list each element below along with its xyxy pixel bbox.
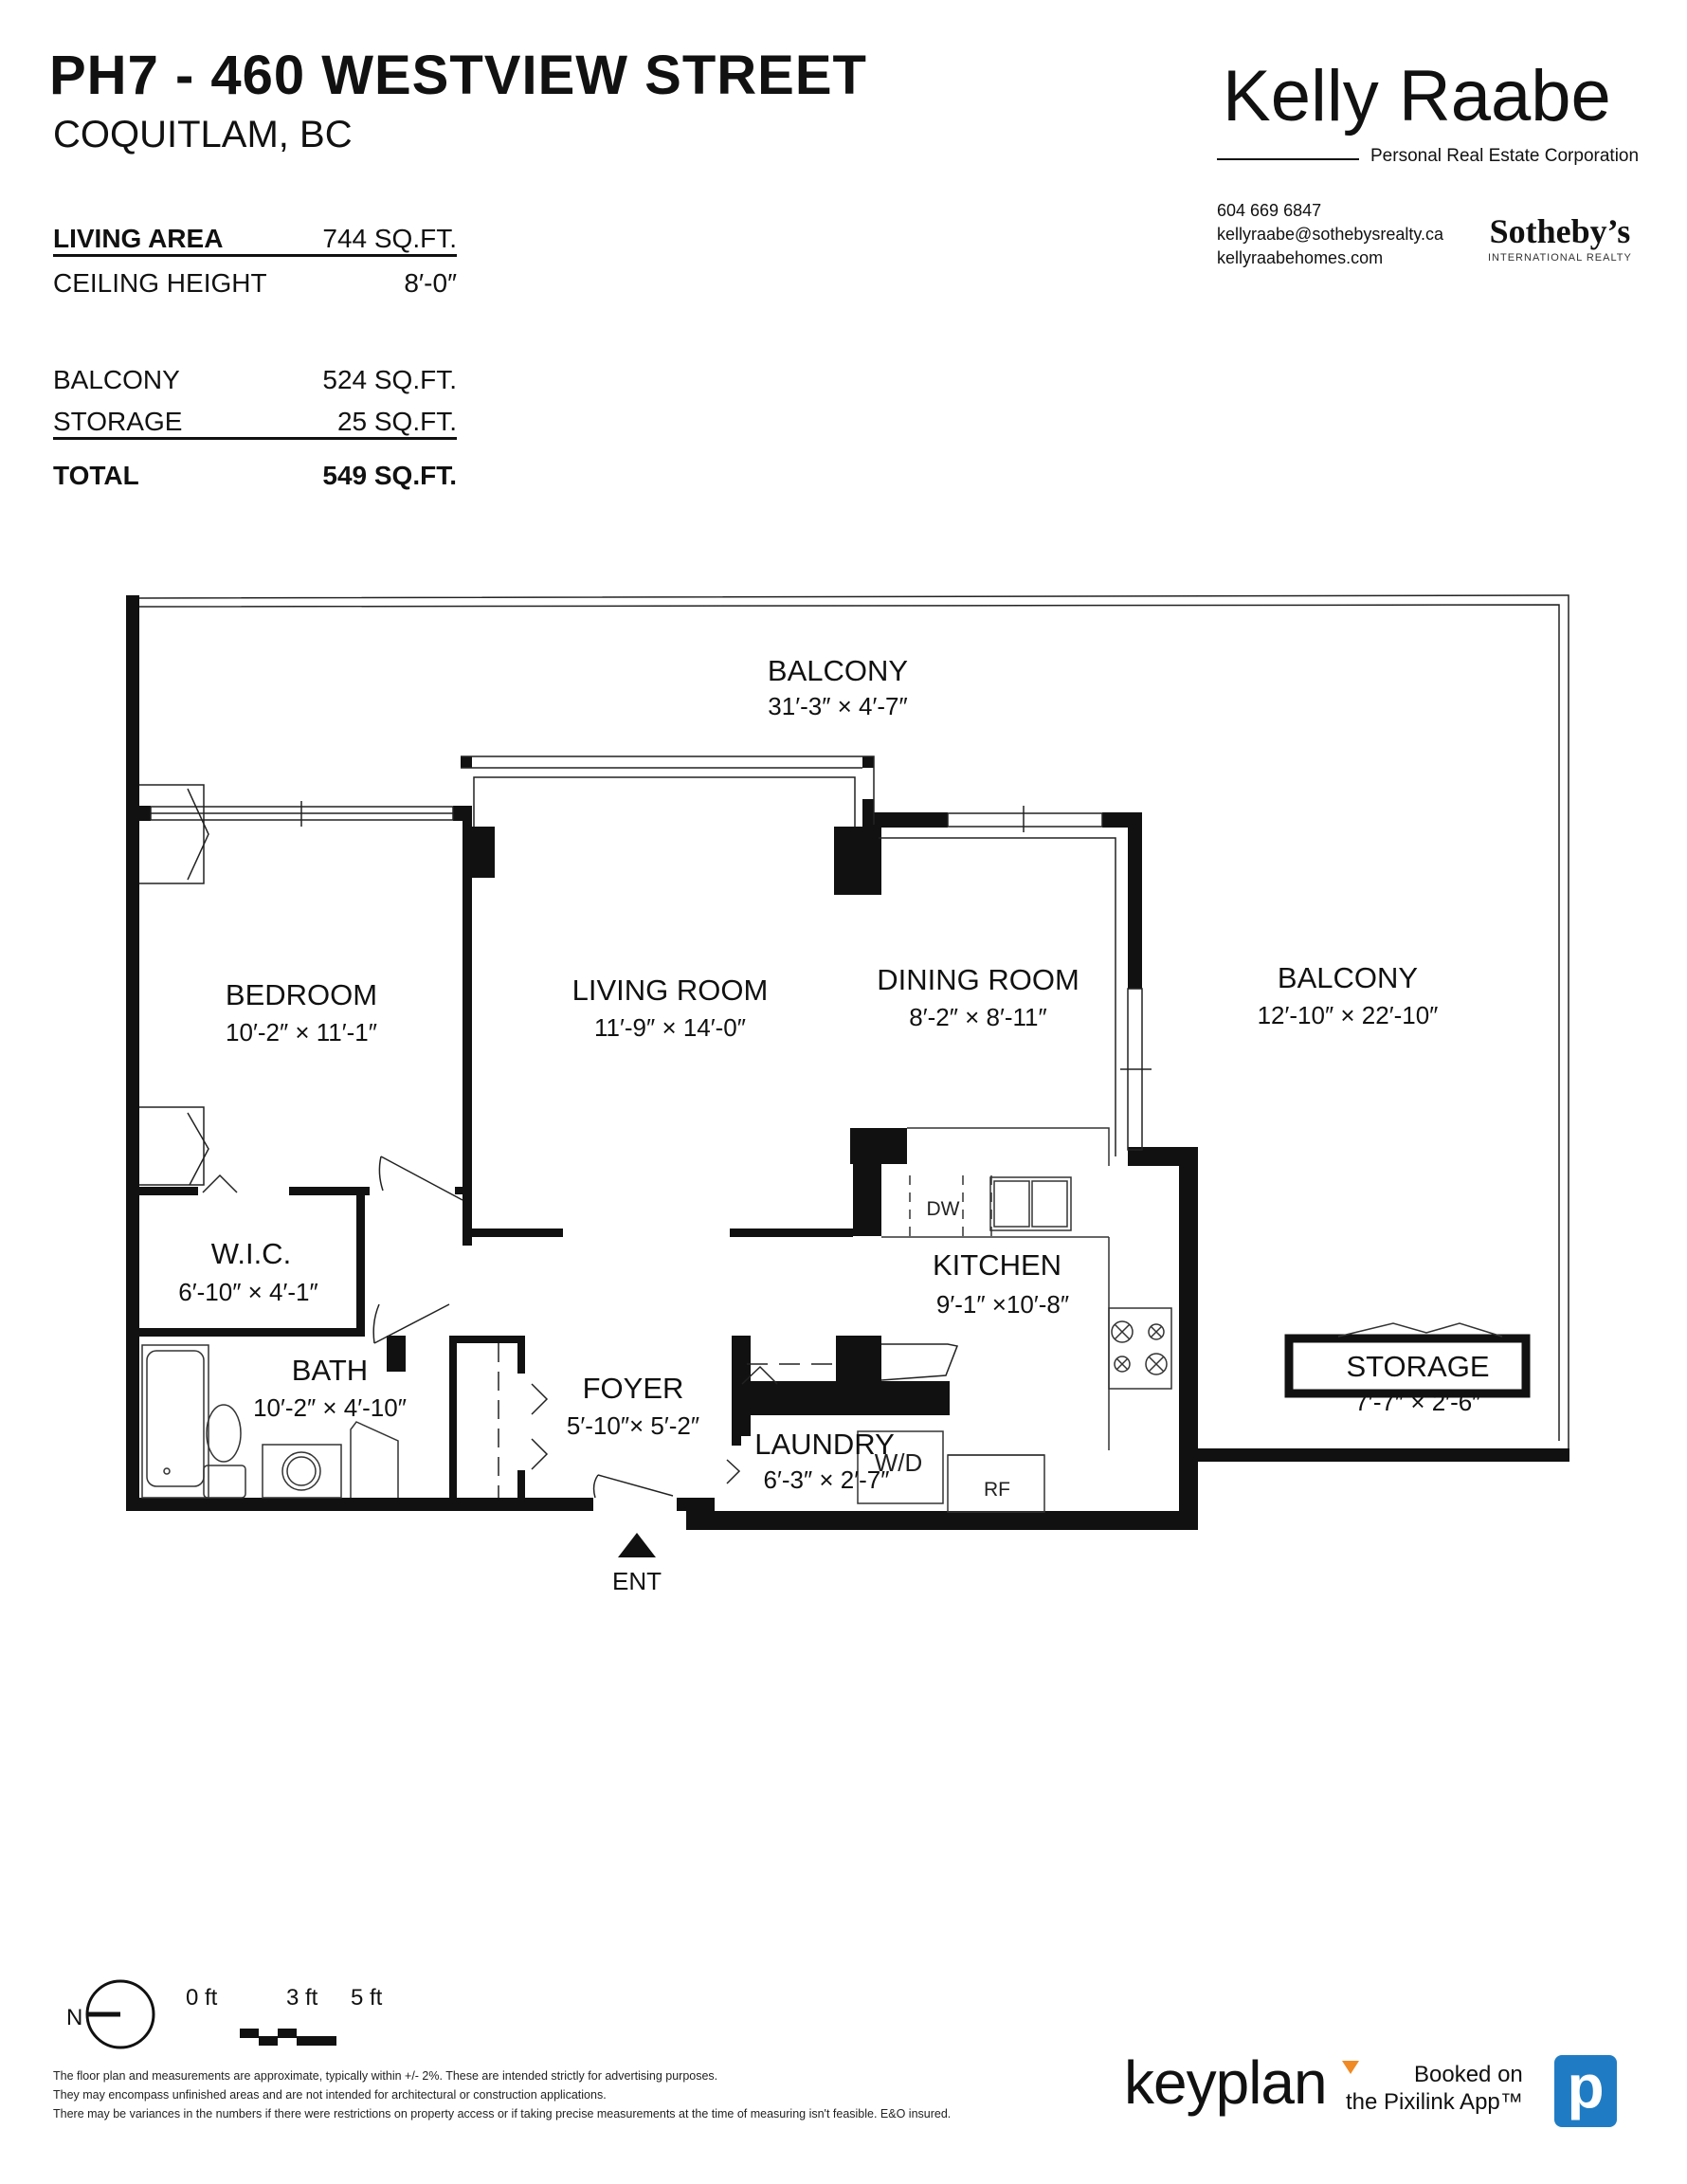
kitchen-name: KITCHEN — [933, 1248, 1061, 1282]
north-compass-icon — [85, 1979, 155, 2049]
total-row: TOTAL 549 SQ.FT. — [53, 440, 457, 491]
living-area-value: 744 SQ.FT. — [322, 224, 457, 253]
living-room-dims: 11′-9″ × 14′-0″ — [594, 1013, 746, 1042]
stove-burners-icon — [1111, 1320, 1168, 1375]
entrance-arrow-icon — [618, 1533, 656, 1557]
storage-name: STORAGE — [1346, 1350, 1489, 1383]
total-value: 549 SQ.FT. — [322, 461, 457, 490]
bedroom-name: BEDROOM — [226, 978, 377, 1011]
booked-line-2: the Pixilink App™ — [1346, 2089, 1523, 2115]
walls — [126, 595, 1569, 1530]
agent-website[interactable]: kellyraabehomes.com — [1217, 248, 1384, 267]
windows — [150, 755, 1152, 1156]
sothebys-subtitle: INTERNATIONAL REALTY — [1488, 252, 1632, 264]
ceiling-height-label: CEILING HEIGHT — [53, 268, 267, 298]
dining-room-dims: 8′-2″ × 8′-11″ — [909, 1003, 1046, 1031]
agent-corporation: Personal Real Estate Corporation — [1370, 146, 1640, 166]
balcony-right-name: BALCONY — [1278, 961, 1418, 994]
keyplan-logo: keyplan — [1124, 2048, 1360, 2118]
entrance-label: ENT — [612, 1567, 662, 1595]
agent-phone[interactable]: 604 669 6847 — [1217, 201, 1322, 220]
fridge-label: RF — [984, 1479, 1010, 1501]
balcony-top-name: BALCONY — [768, 654, 908, 687]
agent-email[interactable]: kellyraabe@sothebysrealty.ca — [1217, 225, 1444, 244]
area-summary-table: LIVING AREA 744 SQ.FT. CEILING HEIGHT 8′… — [53, 212, 457, 491]
living-area-row: LIVING AREA 744 SQ.FT. — [53, 212, 457, 257]
agent-divider — [1217, 158, 1359, 160]
agent-name: Kelly Raabe — [1223, 56, 1611, 136]
ceiling-height-row: CEILING HEIGHT 8′-0″ — [53, 257, 457, 299]
disclaimer-line: The floor plan and measurements are appr… — [53, 2069, 718, 2083]
keyplan-wordmark: keyplan — [1124, 2048, 1328, 2117]
agent-contact: 604 669 6847 kellyraabe@sothebysrealty.c… — [1217, 199, 1443, 270]
living-area-label: LIVING AREA — [53, 224, 224, 253]
laundry-name: LAUNDRY — [754, 1428, 895, 1461]
storage-dims: 7′-7″ × 2′-6″ — [1355, 1388, 1481, 1416]
wic-name: W.I.C. — [211, 1237, 291, 1270]
total-label: TOTAL — [53, 461, 139, 490]
scale-bar-icon — [240, 2029, 336, 2046]
balcony-label: BALCONY — [53, 365, 180, 394]
bath-dims: 10′-2″ × 4′-10″ — [253, 1393, 407, 1422]
disclaimer-line: They may encompass unfinished areas and … — [53, 2088, 607, 2102]
balcony-top-dims: 31′-3″ × 4′-7″ — [768, 692, 907, 720]
washer-dryer-label: W/D — [875, 1448, 923, 1477]
bedroom-dims: 10′-2″ × 11′-1″ — [226, 1018, 377, 1046]
bath-fixtures — [141, 1344, 399, 1499]
balcony-row: BALCONY 524 SQ.FT. — [53, 354, 457, 395]
kitchen-dims: 9′-1″ ×10′-8″ — [936, 1290, 1069, 1319]
balcony-value: 524 SQ.FT. — [322, 365, 457, 394]
keyplan-fox-icon — [1342, 2061, 1360, 2074]
booked-line-1: Booked on — [1414, 2062, 1523, 2087]
sothebys-wordmark: Sotheby’s — [1489, 212, 1631, 250]
living-room-name: LIVING ROOM — [572, 974, 769, 1007]
laundry-dims: 6′-3″ × 2′-7″ — [764, 1465, 890, 1494]
wic-dims: 6′-10″ × 4′-1″ — [178, 1278, 317, 1306]
disclaimer-line: There may be variances in the numbers if… — [53, 2107, 952, 2120]
dishwasher-label: DW — [927, 1198, 960, 1220]
pixilink-app-icon: p — [1554, 2055, 1617, 2127]
balcony-right-dims: 12′-10″ × 22′-10″ — [1258, 1001, 1439, 1029]
property-address-title: PH7 - 460 WESTVIEW STREET — [49, 45, 867, 106]
dining-room-name: DINING ROOM — [877, 963, 1079, 996]
storage-closet — [1284, 1322, 1531, 1398]
property-city: COQUITLAM, BC — [53, 114, 353, 155]
disclaimer: The floor plan and measurements are appr… — [53, 2066, 951, 2123]
scale-tick-3: 3 ft — [286, 1985, 318, 2011]
ceiling-height-value: 8′-0″ — [404, 268, 457, 298]
bath-name: BATH — [292, 1354, 368, 1387]
kitchen-fixtures — [857, 1127, 1172, 1513]
foyer-name: FOYER — [583, 1372, 684, 1405]
north-label: N — [66, 2005, 82, 2030]
scale-tick-5: 5 ft — [351, 1985, 383, 2011]
storage-label: STORAGE — [53, 407, 183, 436]
scale-tick-0: 0 ft — [186, 1985, 218, 2011]
pixilink-booked-text: Booked on the Pixilink App™ — [1346, 2061, 1523, 2116]
pixilink-letter: p — [1567, 2052, 1605, 2120]
doors-and-closets — [139, 784, 959, 1499]
storage-row: STORAGE 25 SQ.FT. — [53, 395, 457, 440]
foyer-dims: 5′-10″× 5′-2″ — [567, 1411, 699, 1440]
sothebys-logo: Sotheby’s INTERNATIONAL REALTY — [1488, 214, 1632, 264]
storage-value: 25 SQ.FT. — [336, 407, 457, 436]
